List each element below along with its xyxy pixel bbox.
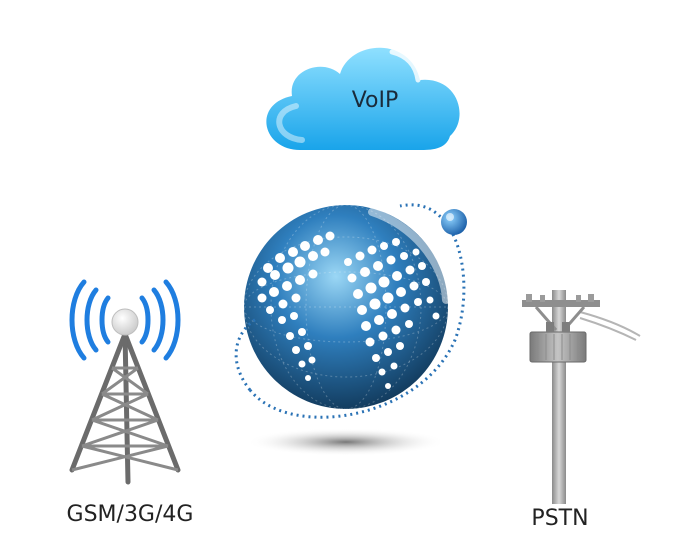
pole-label: PSTN bbox=[531, 506, 589, 531]
cell-tower-icon bbox=[69, 279, 181, 485]
cloud-icon bbox=[266, 47, 460, 150]
globe-shadow bbox=[246, 428, 446, 456]
cloud-label: VoIP bbox=[351, 88, 399, 113]
orbit-path bbox=[248, 225, 466, 419]
globe-icon bbox=[244, 205, 450, 409]
satellite-icon bbox=[441, 209, 467, 235]
tower-label: GSM/3G/4G bbox=[66, 502, 194, 527]
signal-waves-icon bbox=[69, 279, 181, 361]
orbit-path-top bbox=[399, 203, 450, 227]
utility-pole-icon bbox=[522, 290, 641, 504]
satellite-highlight bbox=[446, 213, 454, 221]
